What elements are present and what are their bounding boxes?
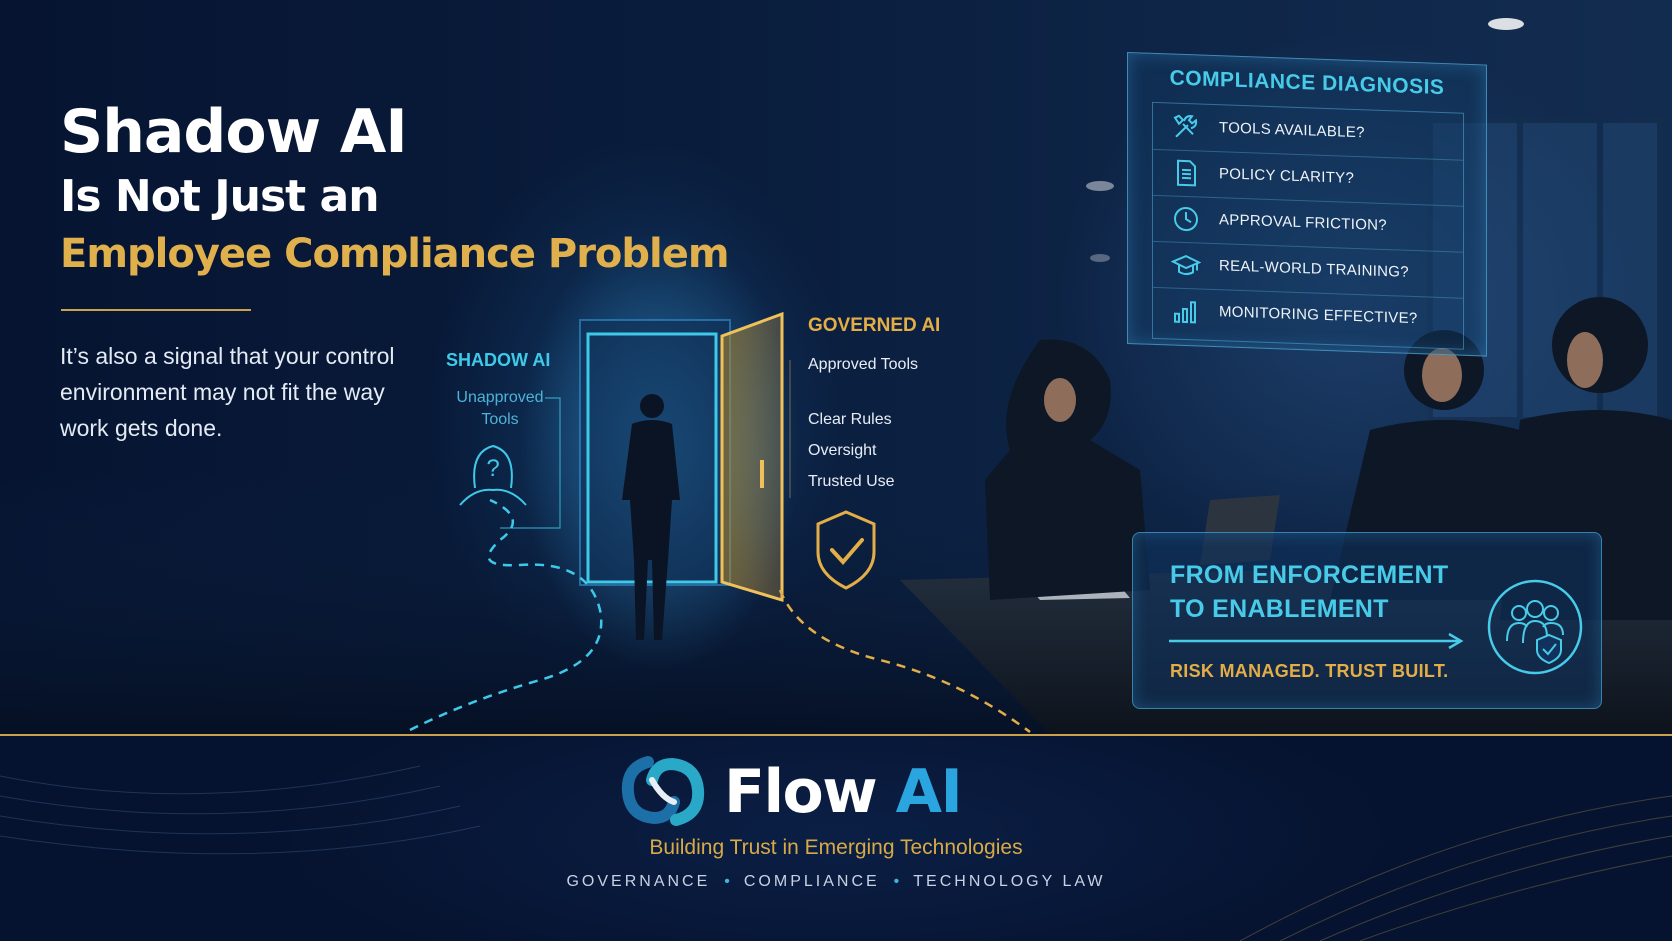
- diagnosis-list: TOOLS AVAILABLE? POLICY CLARITY? APPROVA…: [1152, 101, 1464, 350]
- brand-tagline: Building Trust in Emerging Technologies: [649, 836, 1023, 859]
- compliance-diagnosis-panel: COMPLIANCE DIAGNOSIS TOOLS AVAILABLE? PO…: [1127, 52, 1487, 357]
- brand-name: Flow AI: [724, 752, 963, 832]
- separator-dot: •: [724, 873, 730, 890]
- brand-name-part-2: AI: [895, 757, 963, 827]
- brand-pillars: GOVERNANCE • COMPLIANCE • TECHNOLOGY LAW: [0, 873, 1672, 891]
- headline: Shadow AI Is Not Just an Employee Compli…: [60, 95, 730, 283]
- governed-ai-label: GOVERNED AI: [808, 315, 941, 336]
- brand-footer: Flow AI Building Trust in Emerging Techn…: [0, 736, 1672, 941]
- arrow-right-icon: [1169, 632, 1464, 650]
- enablement-title: FROM ENFORCEMENT TO ENABLEMENT: [1170, 561, 1449, 623]
- hero-banner: ? Shadow AI Is Not Just an Employee Comp…: [0, 0, 1672, 734]
- governed-item: Approved Tools: [808, 356, 918, 373]
- diagnosis-row: REAL-WORLD TRAINING?: [1153, 240, 1463, 299]
- clock-icon: [1174, 207, 1198, 232]
- svg-text:?: ?: [486, 455, 499, 482]
- section-divider: [0, 734, 1672, 736]
- enablement-panel: FROM ENFORCEMENT TO ENABLEMENT RISK MANA…: [1132, 532, 1602, 709]
- brand-name-part-1: Flow: [724, 757, 878, 827]
- pillar-governance: GOVERNANCE: [566, 873, 711, 890]
- decorative-wave-lines: [0, 765, 1672, 941]
- compliance-diagnosis-title: COMPLIANCE DIAGNOSIS: [1169, 66, 1445, 100]
- tools-icon: [1173, 114, 1198, 138]
- governed-item: Clear Rules: [808, 411, 892, 428]
- enablement-tagline: RISK MANAGED. TRUST BUILT.: [1170, 661, 1449, 681]
- diagnosis-item-label: REAL-WORLD TRAINING?: [1219, 257, 1409, 281]
- unknown-user-icon: [459, 444, 527, 506]
- diagnosis-item-label: APPROVAL FRICTION?: [1219, 211, 1387, 235]
- headline-line-2: Is Not Just an: [60, 171, 380, 222]
- team-shield-icon: [1487, 579, 1583, 675]
- diagnosis-item-label: POLICY CLARITY?: [1219, 165, 1355, 187]
- shadow-ai-sublabel: Unapproved Tools: [456, 389, 544, 428]
- document-icon: [1177, 159, 1196, 187]
- diagnosis-item-label: TOOLS AVAILABLE?: [1219, 119, 1365, 142]
- bar-chart-icon: [1174, 301, 1196, 324]
- pillar-technology-law: TECHNOLOGY LAW: [913, 873, 1106, 890]
- pillar-compliance: COMPLIANCE: [743, 873, 880, 890]
- diagnosis-item-label: MONITORING EFFECTIVE?: [1219, 303, 1418, 328]
- diagnosis-row: TOOLS AVAILABLE?: [1153, 102, 1463, 161]
- graduation-cap-icon: [1171, 254, 1201, 276]
- headline-line-3: Employee Compliance Problem: [60, 231, 730, 277]
- shadow-ai-label: SHADOW AI: [446, 350, 551, 370]
- flowai-logo-icon: [621, 756, 705, 826]
- headline-line-1: Shadow AI: [60, 97, 408, 167]
- separator-dot: •: [893, 873, 900, 890]
- governed-item: Trusted Use: [808, 473, 895, 490]
- title-divider: [61, 309, 251, 311]
- diagnosis-row: POLICY CLARITY?: [1153, 148, 1463, 207]
- hero-subtext: It’s also a signal that your control env…: [60, 343, 395, 441]
- shield-check-icon: [816, 510, 876, 590]
- diagnosis-row: APPROVAL FRICTION?: [1153, 194, 1463, 253]
- diagnosis-row: MONITORING EFFECTIVE?: [1153, 287, 1463, 344]
- governed-item: Oversight: [808, 442, 877, 459]
